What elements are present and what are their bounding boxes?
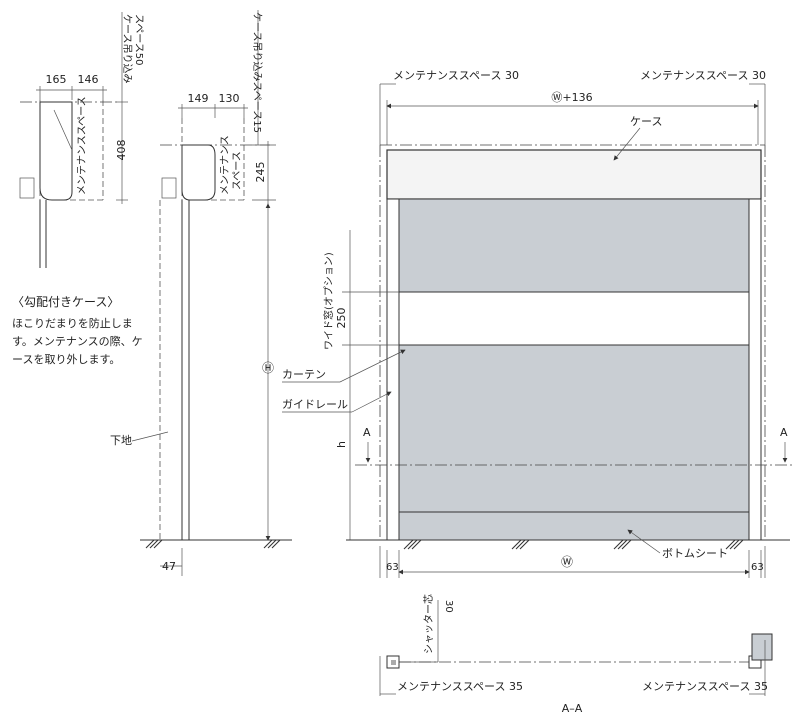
- wide-window-option-label: ワイド窓(オプション): [322, 252, 335, 350]
- curtain-upper: [398, 198, 750, 293]
- floor-base-label: 下地: [110, 434, 132, 447]
- case-box: [386, 149, 762, 200]
- shutter-core-label: シャッター芯: [422, 594, 435, 654]
- middle-case-detail: 149 130 メンテナンス スペース ケース吊り込みスペース15 245 Ⓗ …: [110, 10, 292, 576]
- guide-rail-right: [748, 198, 762, 541]
- curtain-lower: [398, 344, 750, 513]
- left-case-detail: 165 146 408 ケース吊り込み スペース50 メンテナンススペース: [19, 12, 144, 268]
- section-a-a: シャッター芯 30 メンテナンススペース 35 メンテナンススペース 35 A–…: [379, 594, 773, 715]
- h-label: h: [335, 441, 348, 448]
- floor-hatch: [403, 539, 744, 550]
- note-line-2: す。メンテナンスの際、ケ: [12, 335, 143, 348]
- guide-rail-left: [386, 198, 400, 541]
- dim-408: 408: [115, 140, 128, 161]
- dim-30: 30: [443, 600, 454, 613]
- note-title: 〈勾配付きケース〉: [12, 295, 120, 309]
- height-symbol: Ⓗ: [262, 361, 274, 375]
- maint-space-left-30: メンテナンススペース 30: [393, 69, 519, 82]
- case-hang-space-label-2: スペース50: [133, 14, 144, 66]
- width-plus-136: Ⓦ+136: [551, 91, 592, 104]
- note-line-1: ほこりだまりを防止しま: [12, 317, 133, 330]
- maintenance-space-label: メンテナンススペース: [76, 96, 88, 195]
- width-symbol: Ⓦ: [561, 555, 573, 569]
- curtain-label: カーテン: [282, 368, 326, 381]
- section-maint-left-35: メンテナンススペース 35: [397, 680, 523, 693]
- bottom-sheet-label: ボトムシート: [662, 547, 728, 560]
- mid-maintenance-label-1: メンテナンス: [219, 135, 231, 195]
- case-section-block: [751, 633, 773, 661]
- dim-250: 250: [335, 308, 348, 329]
- case-label: ケース: [630, 115, 662, 128]
- dim-47: 47: [162, 560, 176, 573]
- bottom-sheet: [398, 511, 750, 541]
- wide-window: [398, 291, 750, 346]
- section-a-right: A: [780, 426, 788, 439]
- section-maint-right-35: メンテナンススペース 35: [642, 680, 768, 693]
- dim-165: 165: [46, 73, 67, 86]
- mid-maintenance-label-2: スペース: [232, 151, 243, 190]
- dim-63-right: 63: [751, 562, 764, 573]
- dim-63-left: 63: [386, 562, 399, 573]
- section-a-left: A: [363, 426, 371, 439]
- dim-149: 149: [188, 92, 209, 105]
- note-line-3: ースを取り外します。: [12, 353, 121, 366]
- dim-146: 146: [78, 73, 99, 86]
- maint-space-right-30: メンテナンススペース 30: [640, 69, 766, 82]
- dim-245: 245: [254, 162, 267, 183]
- case-hang-space-label-1: ケース吊り込み: [121, 14, 133, 84]
- dim-130: 130: [219, 92, 240, 105]
- section-title: A–A: [562, 702, 583, 715]
- front-elevation: メンテナンススペース 30 メンテナンススペース 30 Ⓦ+136 ケース A …: [282, 69, 795, 578]
- case-hang-space-15-label: ケース吊り込みスペース15: [251, 12, 263, 133]
- guide-rail-label: ガイドレール: [282, 398, 348, 411]
